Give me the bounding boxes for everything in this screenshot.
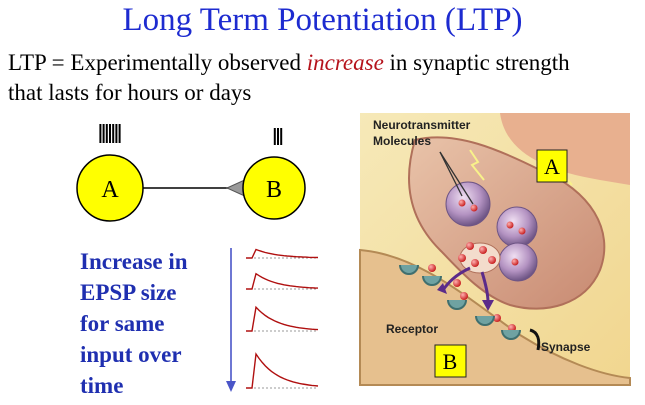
molecules-label: Molecules <box>373 134 431 148</box>
transmitter-dot <box>460 292 468 300</box>
neuron-a-label: A <box>101 177 119 203</box>
label-pointer <box>439 151 474 205</box>
receptor-label: Receptor <box>386 322 438 336</box>
transmitter-dot <box>471 259 479 267</box>
terminal-b-label: B <box>443 349 458 374</box>
transmitter-dot <box>466 242 474 250</box>
epsp-traces <box>246 248 319 389</box>
axon-stem <box>500 113 630 185</box>
spike-train-b <box>273 128 283 145</box>
spike-train-a <box>99 124 121 143</box>
receptor <box>399 264 419 275</box>
terminal-a-box <box>536 149 568 183</box>
transmitter-dot <box>488 256 496 264</box>
epsp-trace <box>246 272 319 290</box>
vesicle <box>445 181 491 227</box>
transmitter-dot <box>506 221 514 229</box>
transmitter-dot <box>458 254 466 262</box>
receptor <box>422 275 442 286</box>
label-pointer <box>439 151 463 197</box>
neuron-a-circle <box>76 154 144 222</box>
epsp-trace <box>246 305 319 332</box>
neuron-b-circle <box>242 156 306 220</box>
transmitter-dot <box>470 204 478 212</box>
neurotransmitter-label: Neurotransmitter <box>373 118 471 132</box>
definition-line-2: that lasts for hours or days <box>8 80 252 105</box>
transmitter-dot <box>518 227 526 235</box>
side-caption-line: for same <box>80 311 165 336</box>
definition-prefix: LTP = Experimentally observed <box>8 50 307 75</box>
side-caption-line: EPSP size <box>80 280 177 305</box>
side-caption-line: time <box>80 373 124 398</box>
neuron-b-label: B <box>266 177 282 203</box>
transmitter-dot <box>458 199 466 207</box>
definition-suffix: in synaptic strength <box>383 50 570 75</box>
terminal-a-label: A <box>544 154 560 179</box>
signal-bolt <box>469 149 485 181</box>
receptor <box>447 299 467 310</box>
transmitter-dot <box>428 264 436 272</box>
side-caption-line: Increase in <box>80 249 188 274</box>
release-arrow-head <box>482 300 494 311</box>
transmitter-dot <box>453 279 461 287</box>
definition-line-1: LTP = Experimentally observed increase i… <box>8 50 570 76</box>
side-caption-line: input over <box>80 342 182 367</box>
transmitter-dot <box>511 258 519 266</box>
vesicle <box>496 206 538 248</box>
synapse-illustration: Neurotransmitter Molecules A B Receptor … <box>359 113 631 386</box>
synapse-label: Synapse <box>541 340 591 354</box>
receptor <box>475 315 495 326</box>
terminal-b-box <box>434 344 467 378</box>
time-arrow-head <box>226 381 236 392</box>
synapse-bracket <box>529 328 541 351</box>
side-caption: Increase in EPSP size for same input ove… <box>80 246 188 401</box>
transmitter-dot <box>479 246 487 254</box>
epsp-trace <box>246 248 319 259</box>
definition-emphasis: increase <box>306 50 384 75</box>
receptor <box>501 329 521 340</box>
epsp-trace <box>246 352 319 389</box>
slide-title: Long Term Potentiation (LTP) <box>122 2 523 38</box>
release-arrow-head <box>437 283 447 294</box>
